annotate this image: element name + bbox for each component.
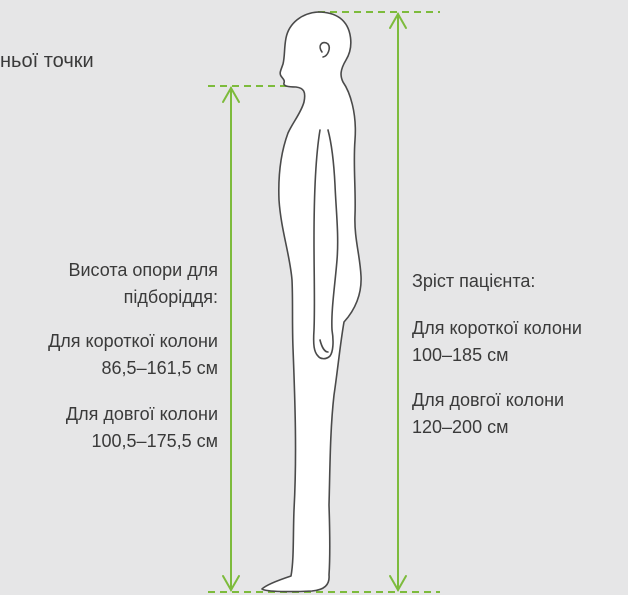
human-figure: [262, 12, 361, 592]
chin-rest-short-value: 86,5–161,5 см: [102, 356, 218, 380]
patient-height-short-label: Для короткої колони: [412, 316, 582, 340]
header-text-fragment: ньої точки: [0, 49, 94, 73]
chin-rest-long-value: 100,5–175,5 см: [92, 429, 218, 453]
patient-height-arrow: [390, 14, 406, 590]
chin-rest-long-label: Для довгої колони: [66, 402, 218, 426]
body-silhouette: [262, 12, 361, 592]
patient-height-long-label: Для довгої колони: [412, 388, 564, 412]
patient-height-long-value: 120–200 см: [412, 415, 508, 439]
chin-rest-short-label: Для короткої колони: [48, 329, 218, 353]
chin-rest-title-line2: підборіддя:: [124, 285, 218, 309]
chin-rest-title-line1: Висота опори для: [68, 258, 218, 282]
chin-rest-height-arrow: [223, 88, 239, 590]
patient-height-short-value: 100–185 см: [412, 343, 508, 367]
patient-height-title: Зріст пацієнта:: [412, 269, 535, 293]
